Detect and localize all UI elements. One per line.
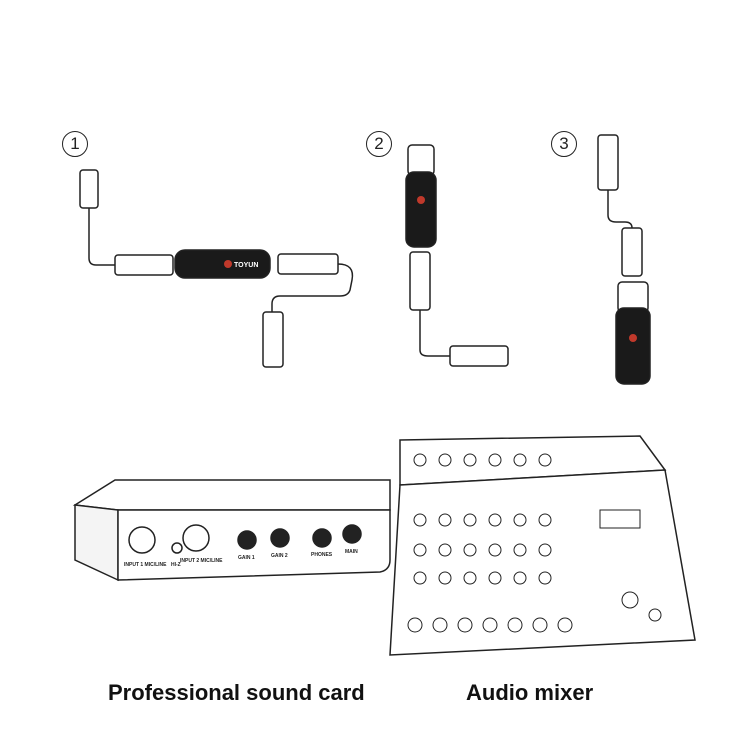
panel-label-input2: INPUT 2 MIC/LINE bbox=[180, 558, 223, 564]
panel-label-gain2: GAIN 2 bbox=[271, 553, 288, 559]
brand-logo-icon bbox=[224, 260, 232, 268]
panel-label-main: MAIN bbox=[345, 549, 358, 555]
step1-setup: TOYUN bbox=[79, 169, 354, 368]
gain2-knob bbox=[270, 528, 290, 548]
xlr-female-connector bbox=[277, 253, 339, 275]
adapter-brand: TOYUN bbox=[234, 262, 258, 269]
panel-label-phones: PHONES bbox=[311, 552, 333, 558]
xlr-male-connector bbox=[114, 254, 174, 276]
gain1-knob bbox=[237, 530, 257, 550]
sound-card-caption: Professional sound card bbox=[108, 680, 365, 705]
xlr-combo-jack-2 bbox=[182, 524, 210, 552]
hiz-jack bbox=[171, 542, 183, 554]
step2-setup bbox=[405, 144, 509, 367]
adapter-body bbox=[174, 249, 271, 279]
xlr-male-connector bbox=[409, 251, 431, 311]
brand-logo-icon bbox=[629, 334, 637, 342]
adapter-body bbox=[615, 307, 651, 385]
step-number-1: 1 bbox=[62, 131, 88, 157]
main-knob bbox=[342, 524, 362, 544]
step3-setup bbox=[597, 134, 651, 385]
xlr-female-connector bbox=[449, 345, 509, 367]
xlr-combo-jack-1 bbox=[128, 526, 156, 554]
cable bbox=[419, 310, 450, 357]
panel-label-hiz: HI-Z bbox=[171, 562, 181, 568]
sound-card-drawing: INPUT 1 MIC/LINE HI-Z INPUT 2 MIC/LINE G… bbox=[72, 479, 391, 582]
cable bbox=[88, 208, 115, 266]
brand-logo-icon bbox=[417, 196, 425, 204]
adapter-body bbox=[405, 171, 437, 248]
step-number-3: 3 bbox=[551, 131, 577, 157]
xlr-male-connector bbox=[621, 227, 643, 277]
xlr-male-connector bbox=[262, 311, 284, 368]
xlr-female-connector bbox=[79, 169, 99, 209]
mixer-drawing bbox=[389, 435, 696, 656]
xlr-female-connector bbox=[597, 134, 619, 191]
step-number-2: 2 bbox=[366, 131, 392, 157]
mixer-caption: Audio mixer bbox=[466, 680, 594, 705]
phones-knob bbox=[312, 528, 332, 548]
cable bbox=[271, 263, 354, 312]
panel-label-input1: INPUT 1 MIC/LINE bbox=[124, 562, 167, 568]
cable bbox=[607, 190, 633, 229]
panel-label-gain1: GAIN 1 bbox=[238, 555, 255, 561]
xlr-female-end bbox=[407, 144, 435, 176]
